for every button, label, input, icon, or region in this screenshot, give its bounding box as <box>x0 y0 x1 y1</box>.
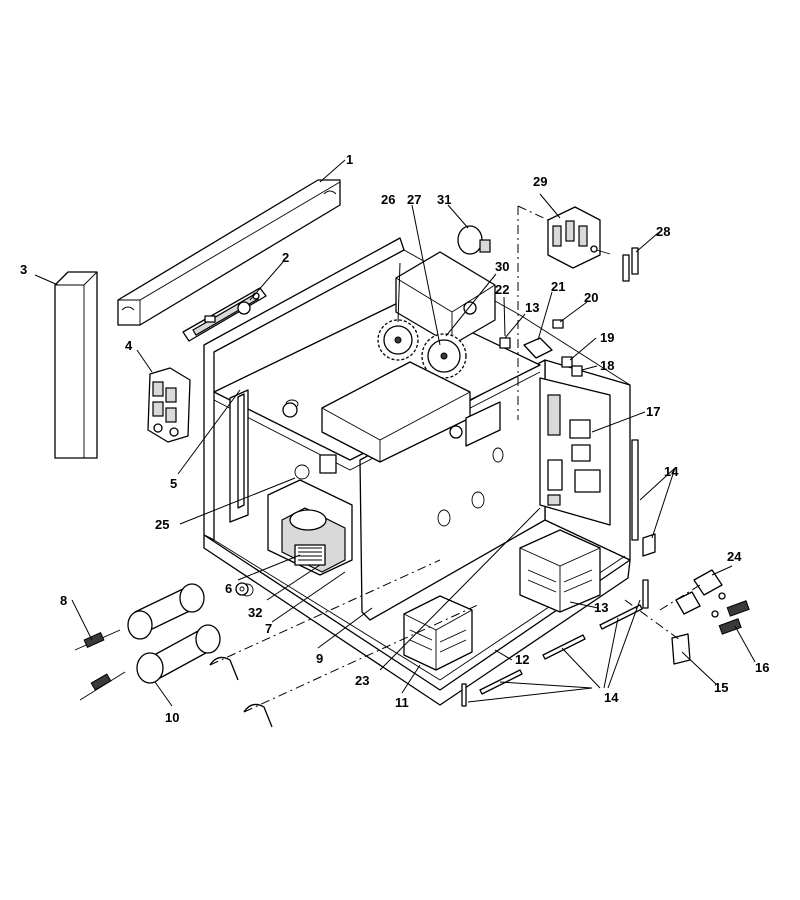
callout-9: 9 <box>316 651 323 666</box>
part-3-side-channel <box>54 271 98 459</box>
callout-27: 27 <box>407 192 421 207</box>
part-32-washer <box>235 582 249 596</box>
callout-3: 3 <box>20 262 27 277</box>
part-15-connector <box>671 633 691 665</box>
callout-30: 30 <box>495 259 509 274</box>
part-6-bracket <box>319 454 337 474</box>
part-28-fuses <box>589 245 639 282</box>
part-9-brackets <box>209 656 273 728</box>
callout-16: 16 <box>755 660 769 675</box>
callout-18: 18 <box>600 358 614 373</box>
part-23-transformer <box>519 529 601 613</box>
part-4-terminal-block <box>147 367 191 443</box>
part-2-control-strip <box>182 287 267 342</box>
callout-4: 4 <box>125 338 133 353</box>
callout-15: 15 <box>714 680 728 695</box>
callout-21: 21 <box>551 279 565 294</box>
callout-13-lower: 13 <box>594 600 608 615</box>
part-16-connectors <box>711 592 750 635</box>
part-11-transformer <box>403 595 473 671</box>
part-26-cover-box <box>395 251 496 346</box>
callout-11: 11 <box>395 695 409 710</box>
part-27-stirrer-gear <box>421 333 467 379</box>
part-21-bracket <box>523 337 553 359</box>
callout-6: 6 <box>225 581 232 596</box>
callout-17: 17 <box>646 404 660 419</box>
part-20-switch <box>552 319 564 329</box>
part-1-top-duct <box>117 179 341 326</box>
callout-25: 25 <box>155 517 169 532</box>
waveguide-housing <box>282 361 501 463</box>
callout-2: 2 <box>282 250 289 265</box>
part-10-capacitors <box>127 583 221 684</box>
callout-13-upper: 13 <box>525 300 539 315</box>
callout-22: 22 <box>495 282 509 297</box>
assembly-lines <box>209 205 701 713</box>
callout-labels: 1 2 3 4 5 6 7 8 9 10 11 12 13 13 14 14 1… <box>20 152 769 725</box>
callout-28: 28 <box>656 224 670 239</box>
callout-14-bottom: 14 <box>604 690 619 705</box>
callout-7: 7 <box>265 621 272 636</box>
callout-12: 12 <box>515 652 529 667</box>
part-25-fan-motor <box>267 479 353 576</box>
callout-14-right: 14 <box>664 464 679 479</box>
callout-8: 8 <box>60 593 67 608</box>
callout-26: 26 <box>381 192 395 207</box>
callout-23: 23 <box>355 673 369 688</box>
part-17-control-board <box>539 377 611 526</box>
part-19-switch <box>561 356 573 368</box>
part-18-switch <box>571 365 583 377</box>
callout-32: 32 <box>248 605 262 620</box>
part-24-connector <box>675 569 723 615</box>
leader-lines <box>34 159 756 707</box>
callout-5: 5 <box>170 476 177 491</box>
callout-20: 20 <box>584 290 598 305</box>
callout-24: 24 <box>727 549 742 564</box>
callout-10: 10 <box>165 710 179 725</box>
callout-29: 29 <box>533 174 547 189</box>
part-31-lamp <box>457 225 491 255</box>
part-13-switch-upper <box>499 337 511 349</box>
callout-19: 19 <box>600 330 614 345</box>
part-30-stirrer-gear <box>377 319 419 361</box>
part-8-diodes <box>74 629 126 701</box>
callout-31: 31 <box>437 192 451 207</box>
part-29-terminal-block <box>547 206 601 269</box>
callout-1: 1 <box>346 152 353 167</box>
